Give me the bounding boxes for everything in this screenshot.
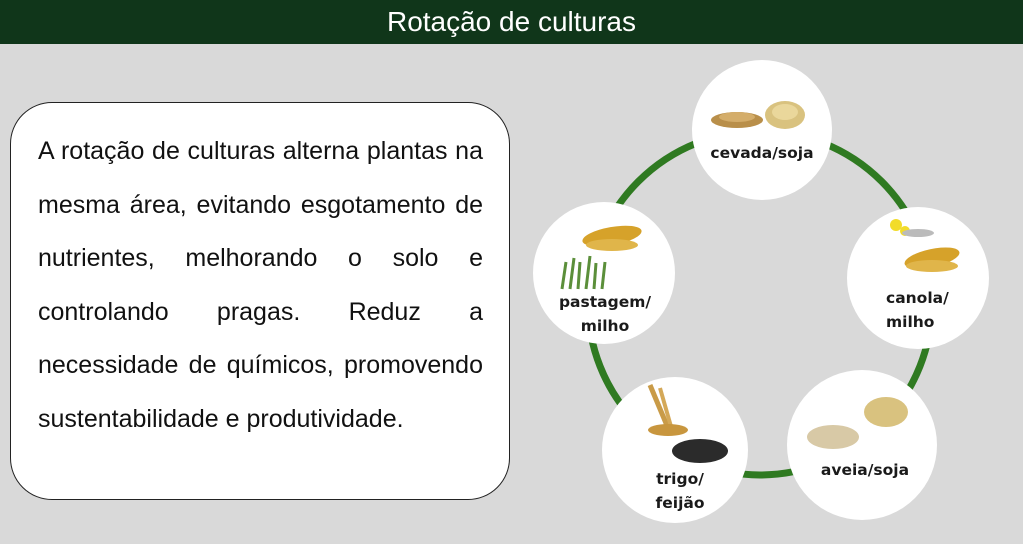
stage-circle-cevada-soja [692,60,832,200]
stage-label-aveia-soja: aveia/soja [800,458,930,482]
stage-label-line: cevada/soja [710,144,814,162]
stage-circle-aveia-soja [787,370,937,520]
stage-label-trigo-feijao: trigo/ feijão [640,467,720,515]
black-bean-icon [672,439,728,463]
barley-grain-icon [711,112,763,128]
oat-grain-icon [807,425,859,449]
stage-label-line: milho [886,313,935,331]
description-text: A rotação de culturas alterna plantas na… [38,137,483,433]
soy-grain-icon [765,101,805,129]
stage-label-line: trigo/ [656,470,704,488]
stage-label-line: milho [580,317,630,335]
corn-icon [904,247,960,272]
stage-label-line: canola/ [886,289,949,307]
stage-label-line: aveia/soja [820,461,910,479]
stage-label-cevada-soja: cevada/soja [702,141,822,165]
stage-label-line: feijão [655,494,705,512]
stage-circle-canola-milho [847,207,989,349]
soy-grain-icon [864,397,908,427]
stage-label-canola-milho: canola/ milho [870,286,986,334]
pasture-grass-icon [560,255,607,290]
slide-title: Rotação de culturas [0,0,1023,44]
canola-flower-icon [890,219,934,237]
wheat-icon [647,384,688,436]
description-box: A rotação de culturas alterna plantas na… [10,102,510,500]
corn-icon [582,225,642,251]
stage-label-line: pastagem/ [558,293,652,311]
stage-label-pastagem-milho: pastagem/ milho [540,290,670,338]
